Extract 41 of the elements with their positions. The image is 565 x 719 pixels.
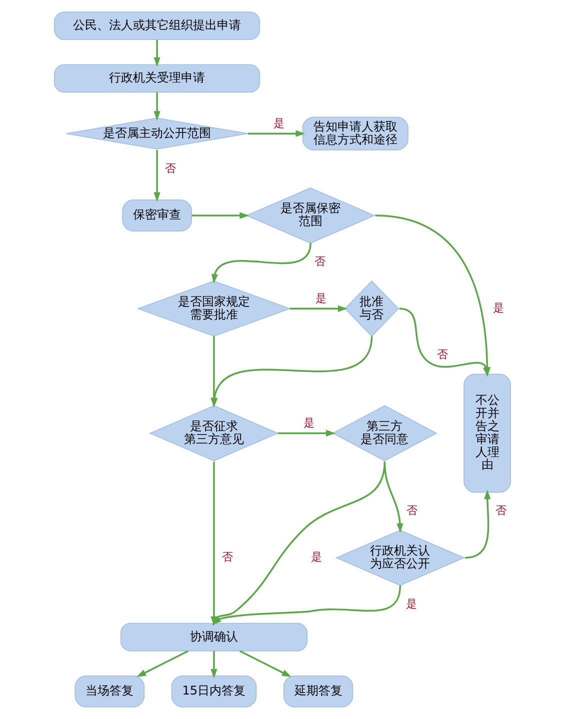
- arrow: [239, 650, 292, 678]
- arrow: [211, 242, 312, 284]
- node-diamond: 是否属主动公开范围: [66, 118, 248, 150]
- arrow: [278, 430, 336, 437]
- edge-label: 是: [310, 550, 322, 564]
- edge-label: 否: [314, 255, 326, 268]
- edge-label: 是: [273, 117, 284, 130]
- edge-label: 是: [492, 302, 504, 315]
- arrow: [192, 212, 250, 219]
- arrow: [464, 490, 491, 559]
- edge-label: 否: [165, 162, 176, 175]
- edge-label: 否: [222, 550, 234, 564]
- arrow: [399, 308, 490, 377]
- edge-label: 是: [304, 416, 315, 430]
- edge-label: 否: [406, 504, 418, 518]
- node-diamond: 是否国家规定需要批准: [136, 280, 292, 337]
- node-diamond: 是否属保密范围: [246, 187, 376, 244]
- arrow: [154, 150, 160, 202]
- node-box: 告知申请人获取信息方式和途径: [302, 116, 408, 150]
- node-box: 公民、法人或其它组织提出申请: [54, 12, 260, 40]
- node-diamond: 第三方是否同意: [332, 405, 438, 462]
- node-box: 保密审查: [122, 200, 192, 232]
- arrow: [290, 305, 348, 312]
- edge-label: 否: [495, 504, 506, 518]
- arrow: [154, 40, 160, 67]
- node-box: 延期答复: [283, 676, 354, 708]
- node-box: 15日内答复: [171, 676, 257, 708]
- node-box: 不公开并告之审请人理由: [464, 374, 511, 493]
- edge-label: 是: [316, 292, 327, 306]
- node-diamond: 行政机关认为应否公开: [335, 530, 466, 586]
- edge-label: 是: [406, 597, 417, 610]
- arrow: [248, 130, 306, 137]
- node-box: 协调确认: [120, 622, 308, 652]
- arrow: [154, 92, 160, 121]
- node-diamond: 批准与否: [344, 280, 400, 337]
- node-diamond: 是否征求第三方意见: [149, 405, 279, 462]
- node-box: 当场答复: [74, 676, 145, 708]
- node-box: 行政机关受理申请: [54, 64, 260, 93]
- arrow: [210, 651, 218, 678]
- arrow: [136, 650, 189, 678]
- edge-label: 否: [436, 348, 448, 362]
